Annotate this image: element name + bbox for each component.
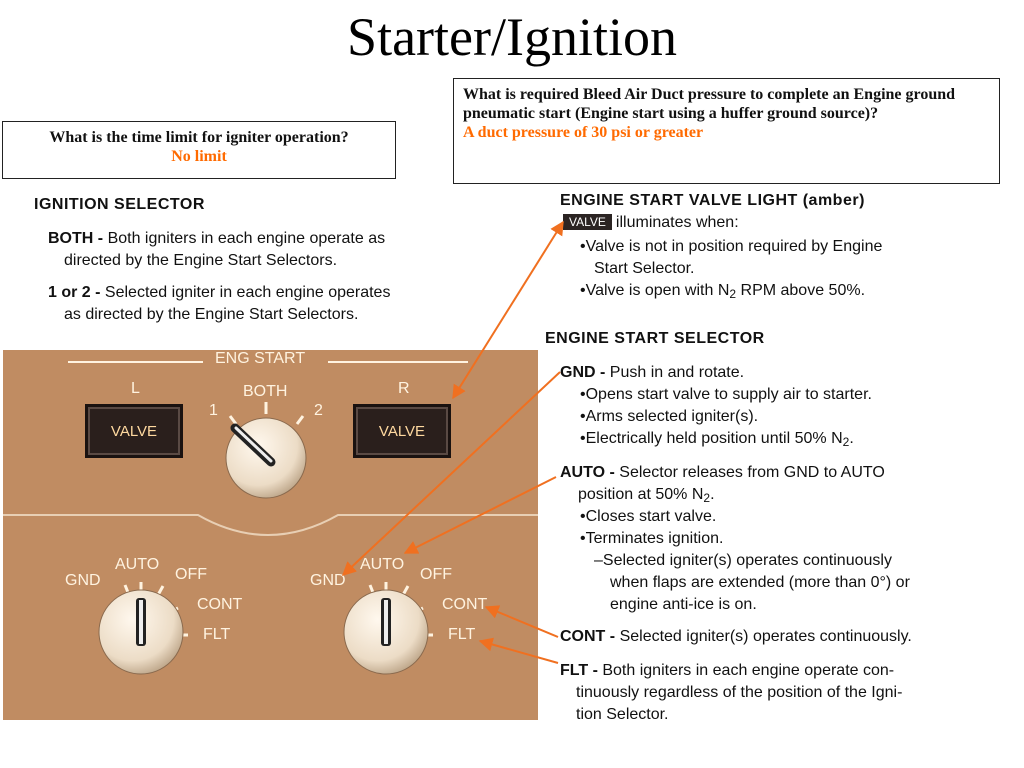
right-off-label: OFF bbox=[420, 566, 452, 583]
position-2-label: 2 bbox=[314, 402, 323, 419]
gnd-line: GND - Push in and rotate. bbox=[560, 362, 744, 384]
text: •Electrically held position until 50% N bbox=[580, 430, 843, 447]
gnd-label: GND - bbox=[560, 364, 606, 381]
eng-start-label: ENG START bbox=[215, 350, 306, 367]
answer-text: A duct pressure of 30 psi or greater bbox=[463, 124, 704, 141]
left-flt-label: FLT bbox=[203, 626, 231, 643]
valve-light-bullet1-line2: Start Selector. bbox=[594, 260, 695, 277]
auto-line1: AUTO - Selector releases from GND to AUT… bbox=[560, 462, 1010, 484]
right-valve-light: VALVE bbox=[353, 404, 451, 458]
ignition-both-line2: directed by the Engine Start Selectors. bbox=[64, 252, 338, 269]
both-label: BOTH - bbox=[48, 230, 104, 247]
both-text: Both igniters in each engine operate as bbox=[107, 230, 386, 247]
cont-label: CONT - bbox=[560, 628, 616, 645]
ignition-1or2-line1: 1 or 2 - Selected igniter in each engine… bbox=[48, 282, 498, 304]
gnd-text: Push in and rotate. bbox=[609, 364, 745, 381]
right-flt-label: FLT bbox=[448, 626, 476, 643]
left-valve-light: VALVE bbox=[85, 404, 183, 458]
auto-dash3: engine anti-ice is on. bbox=[610, 596, 757, 613]
question-box-igniter-time: What is the time limit for igniter opera… bbox=[2, 121, 396, 179]
question-text: What is the time limit for igniter opera… bbox=[49, 129, 349, 146]
position-1-label: 1 bbox=[209, 402, 218, 419]
slide-title: Starter/Ignition bbox=[347, 7, 677, 67]
auto-bullet2: •Terminates ignition. bbox=[580, 530, 724, 547]
left-gnd-label: GND bbox=[65, 572, 101, 589]
gnd-bullet3: •Electrically held position until 50% N2… bbox=[580, 428, 854, 453]
ignition-1or2-line2: as directed by the Engine Start Selector… bbox=[64, 306, 359, 323]
one-or-two-text: Selected igniter in each engine operates bbox=[104, 284, 391, 301]
auto-label: AUTO - bbox=[560, 464, 615, 481]
flt-line1: FLT - Both igniters in each engine opera… bbox=[560, 660, 1010, 682]
right-label: R bbox=[398, 380, 410, 397]
left-auto-label: AUTO bbox=[115, 556, 160, 573]
gnd-bullet1: •Opens start valve to supply air to star… bbox=[580, 386, 872, 403]
flt-label: FLT - bbox=[560, 662, 598, 679]
ignition-knob-pointer-highlight bbox=[234, 426, 273, 463]
left-label: L bbox=[131, 380, 140, 397]
flt-line2: tinuously regardless of the position of … bbox=[576, 684, 903, 701]
text: •Valve is open with N bbox=[580, 282, 730, 299]
panel-graphics bbox=[3, 361, 538, 675]
ignition-selector-heading: IGNITION SELECTOR bbox=[34, 196, 205, 213]
auto-dash2: when flaps are extended (more than 0°) o… bbox=[610, 574, 910, 591]
eng-start-panel: ENG START L R VALVE VALVE BOTH 1 2 GND A… bbox=[3, 350, 538, 720]
subscript: 2 bbox=[703, 491, 711, 505]
right-start-knob-pointer-highlight bbox=[384, 600, 388, 644]
auto-line2: position at 50% N2. bbox=[578, 484, 715, 509]
left-cont-label: CONT bbox=[197, 596, 243, 613]
valve-badge: VALVE bbox=[563, 214, 612, 230]
auto-bullet1: •Closes start valve. bbox=[580, 508, 717, 525]
subscript: 2 bbox=[729, 287, 737, 301]
one-or-two-label: 1 or 2 - bbox=[48, 284, 101, 301]
left-off-label: OFF bbox=[175, 566, 207, 583]
question-text: What is required Bleed Air Duct pressure… bbox=[463, 86, 956, 122]
flt-text: Both igniters in each engine operate con… bbox=[602, 662, 895, 679]
valve-light-bullet1-line1: •Valve is not in position required by En… bbox=[580, 238, 883, 255]
panel-divider bbox=[3, 514, 538, 536]
valve-light-bullet2: •Valve is open with N2 RPM above 50%. bbox=[580, 280, 865, 305]
auto-text: Selector releases from GND to AUTO bbox=[619, 464, 885, 481]
question-box-duct-pressure: What is required Bleed Air Duct pressure… bbox=[453, 78, 1000, 184]
both-position-label: BOTH bbox=[243, 383, 288, 400]
valve-light-heading: ENGINE START VALVE LIGHT (amber) bbox=[560, 192, 865, 209]
start-selector-heading: ENGINE START SELECTOR bbox=[545, 330, 765, 347]
auto-dash1: –Selected igniter(s) operates continuous… bbox=[594, 552, 892, 569]
answer-text: No limit bbox=[171, 148, 227, 165]
text: RPM above 50%. bbox=[736, 282, 866, 299]
ignition-both-line1: BOTH - Both igniters in each engine oper… bbox=[48, 228, 498, 250]
text: . bbox=[849, 430, 854, 447]
right-cont-label: CONT bbox=[442, 596, 488, 613]
text: position at 50% N bbox=[578, 486, 704, 503]
right-gnd-label: GND bbox=[310, 572, 346, 589]
cont-line: CONT - Selected igniter(s) operates cont… bbox=[560, 626, 912, 648]
intro-text: illuminates when: bbox=[615, 214, 739, 231]
flt-line3: tion Selector. bbox=[576, 706, 669, 723]
gnd-bullet2: •Arms selected igniter(s). bbox=[580, 408, 759, 425]
tick-1 bbox=[228, 415, 238, 425]
tick-2 bbox=[295, 415, 305, 425]
right-auto-label: AUTO bbox=[360, 556, 405, 573]
cont-text: Selected igniter(s) operates continuousl… bbox=[619, 628, 912, 645]
subscript: 2 bbox=[842, 435, 850, 449]
text: . bbox=[710, 486, 715, 503]
left-start-knob-pointer-highlight bbox=[139, 600, 143, 644]
